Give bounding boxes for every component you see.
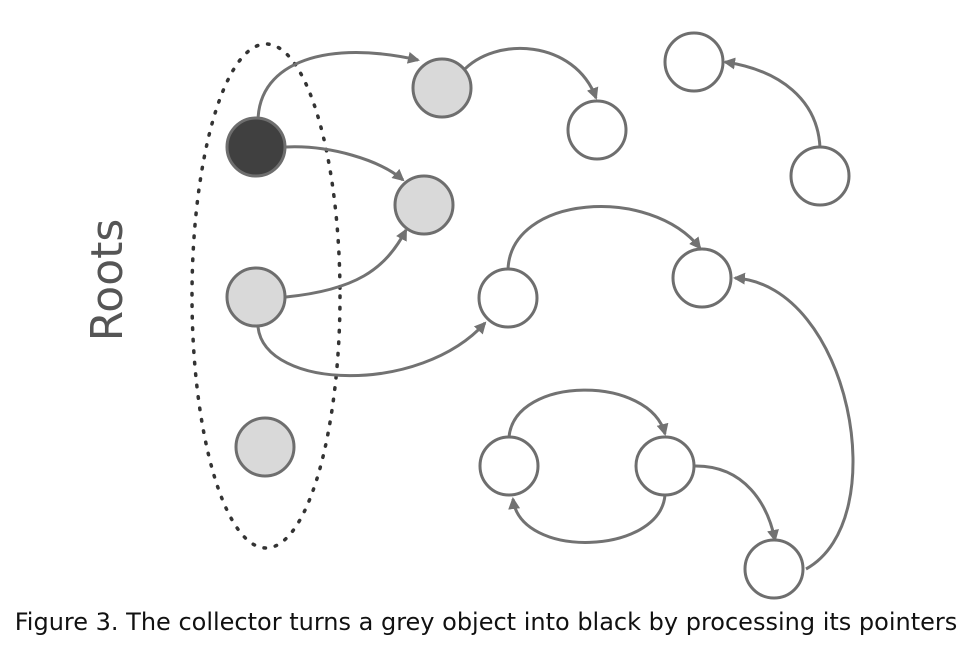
pointer-edges <box>256 46 855 571</box>
edge-black-root-to-grey-mid <box>285 145 405 182</box>
edge-cycle-right-to-left <box>508 494 667 544</box>
white-object-top <box>566 99 628 161</box>
white-object-topright-lower <box>789 145 851 207</box>
edge-grey-root-to-white-center <box>256 321 487 378</box>
white-object-right <box>671 247 733 309</box>
heap-objects <box>225 31 851 600</box>
edge-cycle-left-to-right <box>507 388 669 438</box>
white-object-cycle-left <box>478 435 540 497</box>
edge-cycle-right-to-white-bottom <box>693 464 779 542</box>
white-object-topright-upper <box>663 31 725 93</box>
white-object-cycle-right <box>634 435 696 497</box>
roots-label: Roots <box>82 219 133 342</box>
grey-object-mid <box>393 174 455 236</box>
grey-object-top <box>411 57 473 119</box>
grey-object-root <box>225 266 287 328</box>
edge-white-center-to-white-right <box>506 205 702 271</box>
edge-grey-top-to-white-top <box>460 46 599 100</box>
grey-object-root-isolated <box>234 416 296 478</box>
roots-boundary <box>190 42 342 550</box>
white-object-bottom <box>743 538 805 600</box>
edge-black-root-to-grey-top <box>256 51 420 123</box>
edge-white-right-bottom-to-white-right <box>733 272 855 571</box>
figure-caption: Figure 3. The collector turns a grey obj… <box>14 608 958 636</box>
white-object-center <box>477 267 539 329</box>
black-object-root <box>225 116 287 178</box>
edge-grey-root-to-grey-mid <box>285 228 408 299</box>
edge-white-topright-lower-to-upper <box>723 57 822 149</box>
